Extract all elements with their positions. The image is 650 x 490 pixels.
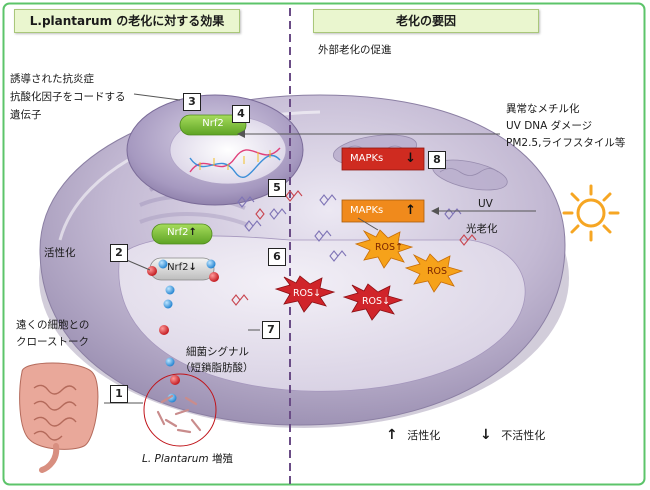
ros-stars xyxy=(274,229,464,321)
intestine-icon xyxy=(19,362,99,473)
legend-down-arrow: ↓ xyxy=(480,427,492,443)
nrf2-pill-nuclear xyxy=(179,114,247,136)
down-arrow: ↓ xyxy=(405,151,416,166)
legend-up-label: 活性化 xyxy=(407,429,441,442)
header-left: L.plantarum の老化に対する効果 xyxy=(14,9,240,33)
step-number-3: 3 xyxy=(183,93,201,111)
label-lp-growth-text: 増殖 xyxy=(211,453,233,465)
label-antioxidant-genes-2: 遺伝子 xyxy=(10,109,42,121)
down-arrow: ↓ xyxy=(188,262,197,273)
label-bacterial-signal-2: （短鎖脂肪酸） xyxy=(180,362,254,374)
mapks-up-label: MAPKs ↑ xyxy=(342,201,424,221)
ros-label-red-1: ROS↓ xyxy=(292,288,322,299)
label-photoaging: 光老化 xyxy=(466,223,498,235)
label-crosstalk-2: クローストーク xyxy=(16,336,89,348)
label-uv-dna-damage: UV DNA ダメージ xyxy=(506,120,593,132)
label-abnormal-methylation: 異常なメチル化 xyxy=(506,103,580,115)
step-number-8: 8 xyxy=(428,151,446,169)
mapks-down-label: MAPKs ↓ xyxy=(342,149,424,169)
label-uv: UV xyxy=(478,198,493,210)
mapks-box-down xyxy=(341,147,425,171)
label-external-aging: 外部老化の促進 xyxy=(318,44,392,56)
mapks-box-up xyxy=(341,199,425,223)
legend-activation: ↑ 活性化 xyxy=(386,428,440,443)
bacteria-colony xyxy=(143,373,217,447)
nrf2-pill-active xyxy=(151,223,213,245)
ros-label-orange-1: ROS↑ xyxy=(374,242,404,253)
legend-up-arrow: ↑ xyxy=(386,427,398,443)
step-number-1: 1 xyxy=(110,385,128,403)
label-induced-antiinflammatory: 誘導された抗炎症 xyxy=(10,73,94,85)
up-arrow: ↑ xyxy=(188,227,197,238)
label-lp-growth: L. Plantarum 増殖 xyxy=(142,452,233,466)
label-antioxidant-genes-1: 抗酸化因子をコードする xyxy=(10,91,126,103)
ros-label-red-2: ROS↓ xyxy=(361,296,391,307)
label-lp-italic: L. Plantarum xyxy=(142,453,209,465)
nrf2-complex-label: Nrf2↓ xyxy=(167,262,197,273)
signal-molecules xyxy=(159,285,180,403)
sun-icon xyxy=(562,184,620,242)
label-pm-lifestyle: PM2.5,ライフスタイル等 xyxy=(506,137,626,149)
step-number-7: 7 xyxy=(262,321,280,339)
header-right: 老化の要因 xyxy=(313,9,539,33)
label-crosstalk-1: 遠くの細胞との xyxy=(16,319,90,331)
step-number-4: 4 xyxy=(232,105,250,123)
red-protein-clusters xyxy=(231,190,477,306)
label-bacterial-signal-1: 細菌シグナル xyxy=(186,346,249,358)
step-number-5: 5 xyxy=(268,179,286,197)
nrf2-active-label: Nrf2↑ xyxy=(167,227,197,238)
step-number-6: 6 xyxy=(268,248,286,266)
step-number-2: 2 xyxy=(110,244,128,262)
legend-inactivation: ↓ 不活性化 xyxy=(480,428,545,443)
label-activation: 活性化 xyxy=(44,247,76,259)
nrf2-nuclear-label: Nrf2 xyxy=(202,118,224,129)
ros-label-orange-2: ROS xyxy=(426,266,448,277)
legend-down-label: 不活性化 xyxy=(501,429,546,442)
up-arrow: ↑ xyxy=(405,203,416,218)
nucleus xyxy=(126,94,304,206)
